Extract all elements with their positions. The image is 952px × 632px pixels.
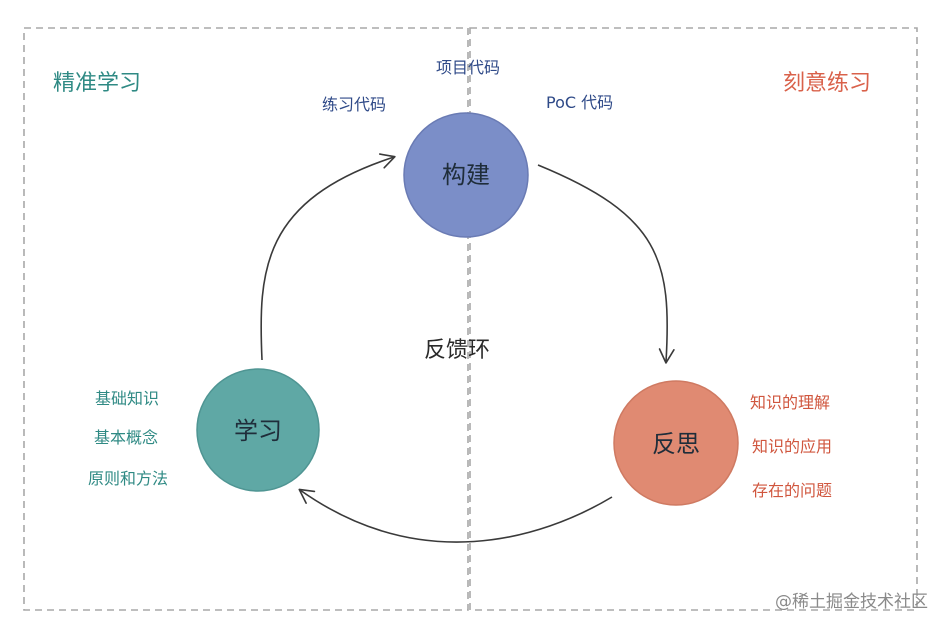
existing-problems-label: 存在的问题 [752,481,833,500]
project-code-label: 项目代码 [436,58,501,77]
feedback-loop-label: 反馈环 [424,338,491,363]
reflect-label: 反思 [652,430,700,458]
basic-knowledge-label: 基础知识 [95,389,160,408]
right-region-border [469,27,918,611]
reflect-node [613,380,739,506]
learn-node [196,368,320,492]
deliberate-practice-title: 刻意练习 [783,71,872,96]
build-label: 构建 [442,161,490,189]
arrow-build-to-reflect [537,164,675,364]
poc-code-label: PoC 代码 [546,93,614,112]
knowledge-application-label: 知识的应用 [752,437,833,456]
knowledge-understanding-label: 知识的理解 [750,393,831,412]
principles-methods-label: 原则和方法 [88,469,169,488]
watermark-text: @稀土掘金技术社区 [775,592,928,612]
practice-code-label: 练习代码 [322,95,387,114]
build-node [403,112,529,238]
arrow-reflect-to-learn [298,488,613,543]
basic-concepts-label: 基本概念 [94,428,159,447]
arrow-learn-to-build [260,153,396,361]
learn-label: 学习 [234,417,282,445]
precise-learning-title: 精准学习 [53,71,142,96]
left-region-border [23,27,469,611]
